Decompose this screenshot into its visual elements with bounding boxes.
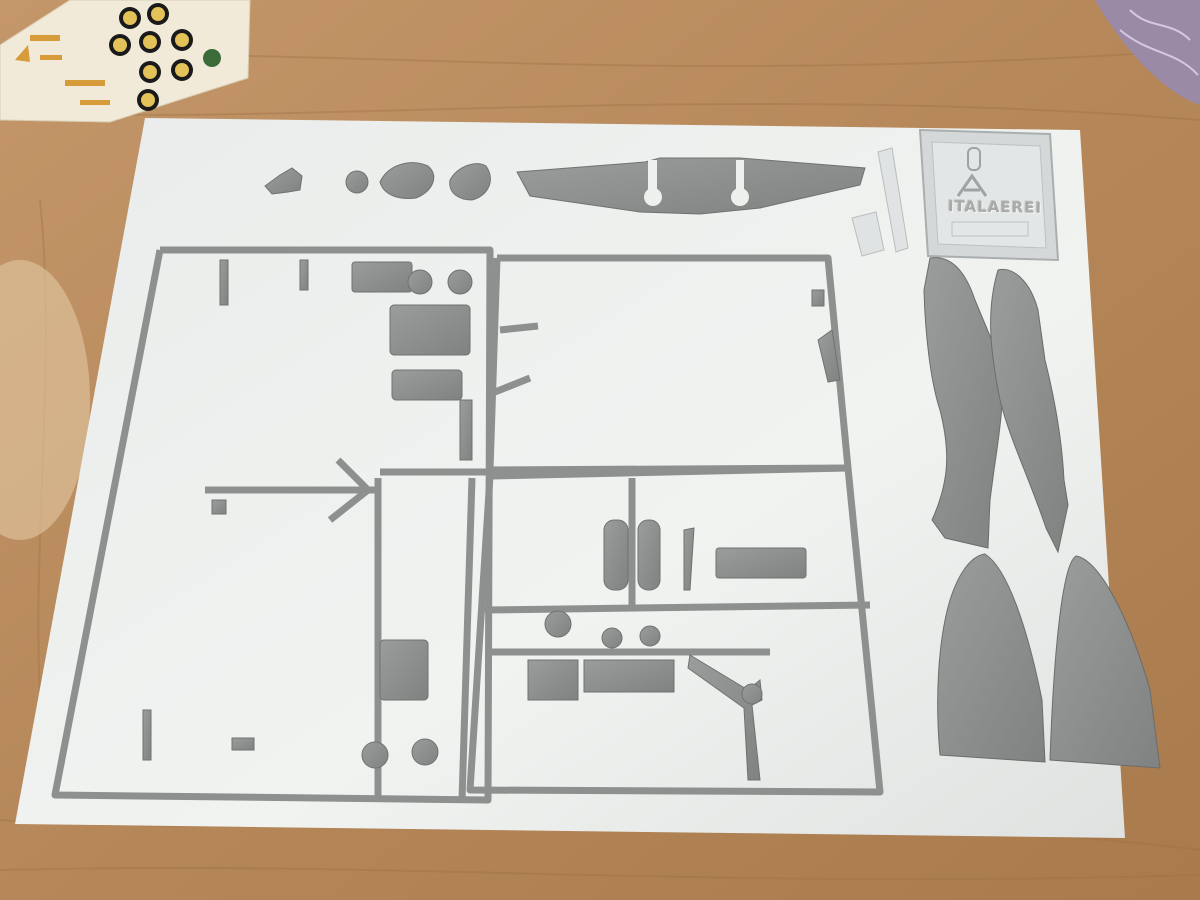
decal-roundel-row: [109, 3, 221, 111]
paper-sheet: [15, 118, 1125, 838]
wing-left: [937, 553, 1046, 763]
sprue-left-parts: [142, 259, 473, 769]
loose-parts-top: [264, 157, 866, 215]
fabric-corner: [1095, 0, 1200, 105]
sprue-frame-right: [466, 254, 884, 796]
fabric-pattern: [1119, 9, 1199, 76]
tail-fin-right: [449, 163, 491, 201]
pilot-figure: [264, 167, 303, 195]
italeri-logo-mark: [956, 173, 988, 197]
horizontal-stabilizer: [516, 157, 866, 215]
stabilizer-cutouts: [644, 160, 749, 206]
propeller-spinner: [741, 683, 763, 705]
sprue-right-parts: [527, 289, 841, 781]
clear-canopy-parts: [851, 147, 909, 257]
decal-sheet: [0, 0, 251, 123]
fuselage-halves: [923, 257, 1069, 554]
fuselage-right-half: [990, 268, 1069, 554]
decal-markings: [15, 35, 110, 105]
fuselage-left-half: [923, 257, 1003, 549]
tail-fin-left: [379, 162, 435, 199]
table-glare: [0, 260, 90, 540]
display-stand: [918, 128, 1060, 262]
wing-right: [1049, 555, 1161, 769]
wing-halves: [937, 553, 1161, 769]
engine-hub-part: [345, 170, 369, 194]
stand-brand-label: ITALAEREI: [947, 197, 1043, 217]
